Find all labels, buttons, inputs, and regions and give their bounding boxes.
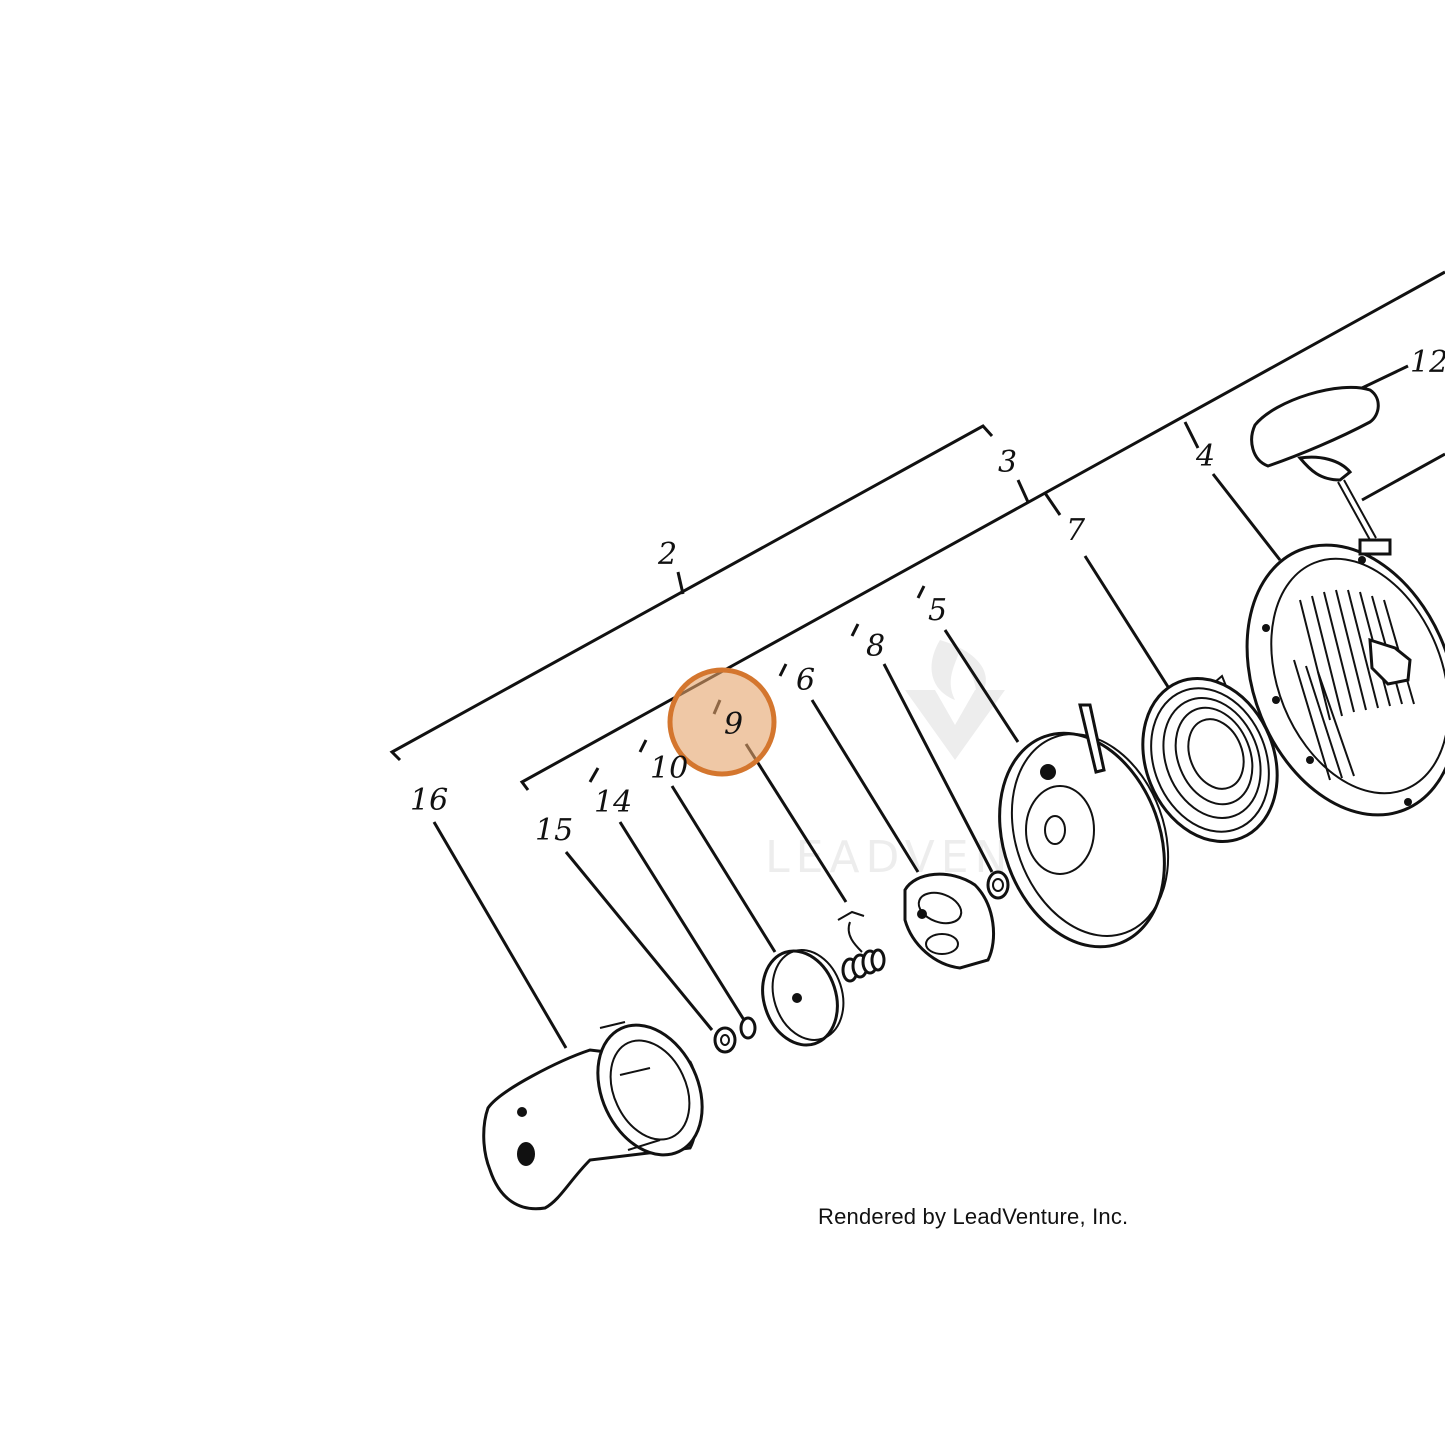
callout-10[interactable]: 10: [650, 751, 688, 786]
part-16-starter-cup: [482, 1021, 704, 1211]
callout-3[interactable]: 3: [998, 445, 1017, 480]
callout-labels: 2 3 4 5 6 7 8 9 10 12 14 15 16: [410, 345, 1445, 848]
bracket-lines: [389, 270, 1445, 791]
callout-12[interactable]: 12: [1410, 345, 1445, 380]
part-8-washer: [986, 870, 1010, 900]
callout-6[interactable]: 6: [796, 663, 815, 698]
callout-5[interactable]: 5: [928, 593, 947, 628]
part-10-disc: [761, 949, 845, 1047]
callout-9[interactable]: 9: [724, 707, 743, 742]
callout-16[interactable]: 16: [410, 783, 448, 818]
highlight-circle: [667, 667, 777, 777]
callout-8[interactable]: 8: [866, 629, 885, 664]
render-credit: Rendered by LeadVenture, Inc.: [818, 1204, 1129, 1229]
part-9-spring: [837, 910, 886, 983]
part-7-recoil-spring: [1141, 674, 1279, 843]
part-15-washer: [713, 1026, 737, 1054]
part-14-clip: [739, 1016, 757, 1040]
callout-4[interactable]: 4: [1195, 439, 1215, 474]
callout-7[interactable]: 7: [1066, 513, 1086, 548]
part-4-starter-housing: [1245, 538, 1445, 817]
part-12-pull-handle: [1250, 385, 1380, 541]
callout-14[interactable]: 14: [594, 785, 632, 820]
part-6-pawl: [903, 872, 996, 970]
callout-15[interactable]: 15: [535, 813, 573, 848]
part-5-pulley: [998, 703, 1170, 949]
callout-2[interactable]: 2: [657, 537, 677, 572]
leader-lines: [432, 473, 1282, 1049]
